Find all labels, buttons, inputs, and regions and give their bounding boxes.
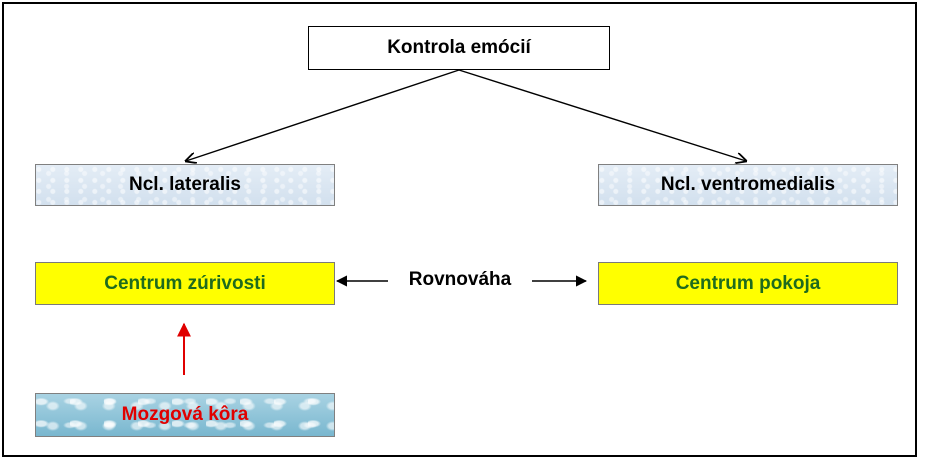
arrow-to-ventromedialis	[458, 69, 746, 161]
calm-center-box: Centrum pokoja	[598, 262, 898, 305]
diagram-frame	[2, 2, 917, 457]
rage-center-text: Centrum zúrivosti	[104, 272, 266, 294]
lateralis-text: Ncl. lateralis	[129, 174, 241, 195]
title-text: Kontrola emócií	[387, 37, 531, 58]
title-box: Kontrola emócií	[308, 26, 610, 70]
ventromedialis-text: Ncl. ventromedialis	[660, 174, 836, 195]
cortex-text: Mozgová kôra	[121, 404, 249, 425]
rage-center-box: Centrum zúrivosti	[35, 262, 335, 305]
balance-label: Rovnováha	[408, 269, 512, 290]
cortex-box: Mozgová kôra	[35, 393, 335, 437]
calm-center-text: Centrum pokoja	[675, 272, 821, 294]
ventromedialis-box: Ncl. ventromedialis	[598, 164, 898, 206]
arrow-to-lateralis	[186, 69, 460, 161]
lateralis-box: Ncl. lateralis	[35, 164, 335, 206]
